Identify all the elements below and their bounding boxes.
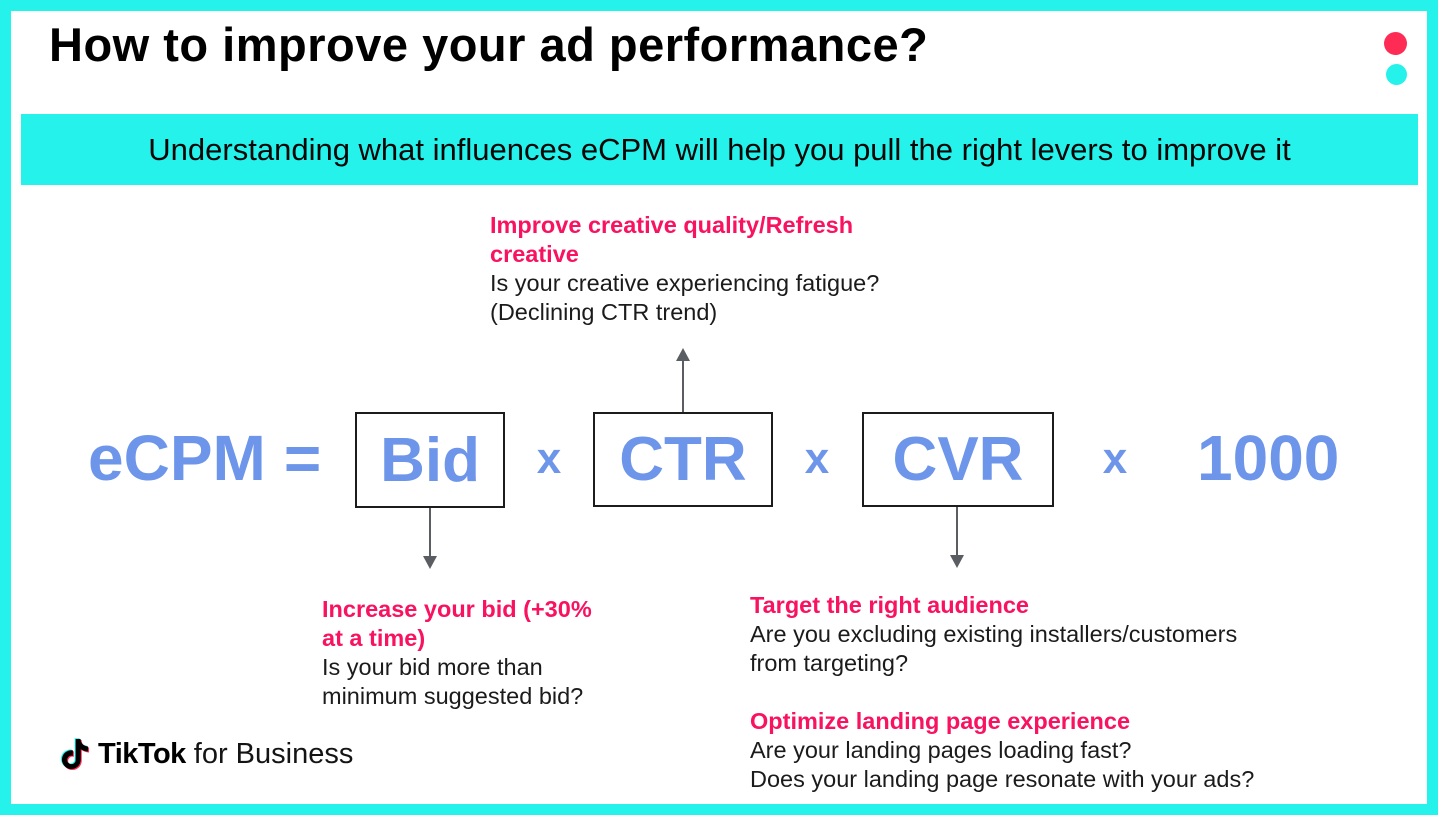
multiply-sign: x [804, 434, 830, 483]
creative-heading-line: creative [490, 241, 579, 267]
arrow-up-icon [676, 348, 690, 412]
cvr-body-line: from targeting? [750, 650, 909, 676]
red-dot-icon [1384, 32, 1407, 55]
arrow-shaft [956, 507, 958, 555]
cvr-term-label: CVR [892, 425, 1024, 494]
arrowhead [676, 348, 690, 361]
subtitle-text: Understanding what influences eCPM will … [148, 131, 1291, 167]
landing-body-line: Are your landing pages loading fast? [750, 737, 1132, 763]
subtitle-banner: Understanding what influences eCPM will … [21, 114, 1418, 185]
formula-constant: 1000 [1197, 422, 1340, 494]
cvr-annotation-section: Optimize landing page experience Are you… [750, 707, 1254, 794]
cvr-body-line: Are you excluding existing installers/cu… [750, 621, 1238, 647]
arrow-shaft [682, 361, 684, 412]
multiply-sign: x [536, 434, 562, 483]
cvr-annotation: Target the right audience Are you exclud… [750, 591, 1254, 794]
bid-body-line: Is your bid more than [322, 654, 543, 680]
cvr-term-box: CVR [862, 412, 1054, 507]
formula-ecpm-label: eCPM [88, 422, 266, 494]
landing-heading-line: Optimize landing page experience [750, 708, 1131, 734]
tiktok-note-icon [60, 738, 90, 771]
arrow-down-icon [423, 508, 437, 569]
brand-suffix: for Business [193, 737, 354, 770]
arrowhead [423, 556, 437, 569]
cvr-heading-line: Target the right audience [750, 592, 1029, 618]
arrow-shaft [429, 508, 431, 556]
bid-body-line: minimum suggested bid? [322, 683, 584, 709]
arrowhead [950, 555, 964, 568]
brand-logo: TikTok for Business [60, 734, 353, 774]
page-title: How to improve your ad performance? [49, 18, 929, 71]
bid-annotation: Increase your bid (+30% at a time) Is yo… [322, 595, 592, 711]
creative-heading-line: Improve creative quality/Refresh [490, 212, 854, 238]
creative-body-line: (Declining CTR trend) [490, 299, 718, 325]
arrow-down-icon [950, 507, 964, 568]
bid-term-box: Bid [355, 412, 505, 508]
formula-lhs: eCPM = [88, 424, 321, 492]
ctr-term-label: CTR [619, 425, 747, 494]
bid-heading-line: at a time) [322, 625, 426, 651]
creative-body-line: Is your creative experiencing fatigue? [490, 270, 880, 296]
landing-body-line: Does your landing page resonate with you… [750, 766, 1255, 792]
bid-heading-line: Increase your bid (+30% [322, 596, 592, 622]
bid-term-label: Bid [380, 425, 480, 495]
cvr-annotation-section: Target the right audience Are you exclud… [750, 591, 1254, 678]
cyan-dot-icon [1386, 64, 1407, 85]
equals-sign: = [283, 422, 322, 494]
brand-name: TikTok [98, 737, 186, 770]
creative-annotation: Improve creative quality/Refresh creativ… [490, 211, 879, 327]
multiply-sign: x [1102, 434, 1128, 483]
ctr-term-box: CTR [593, 412, 773, 507]
